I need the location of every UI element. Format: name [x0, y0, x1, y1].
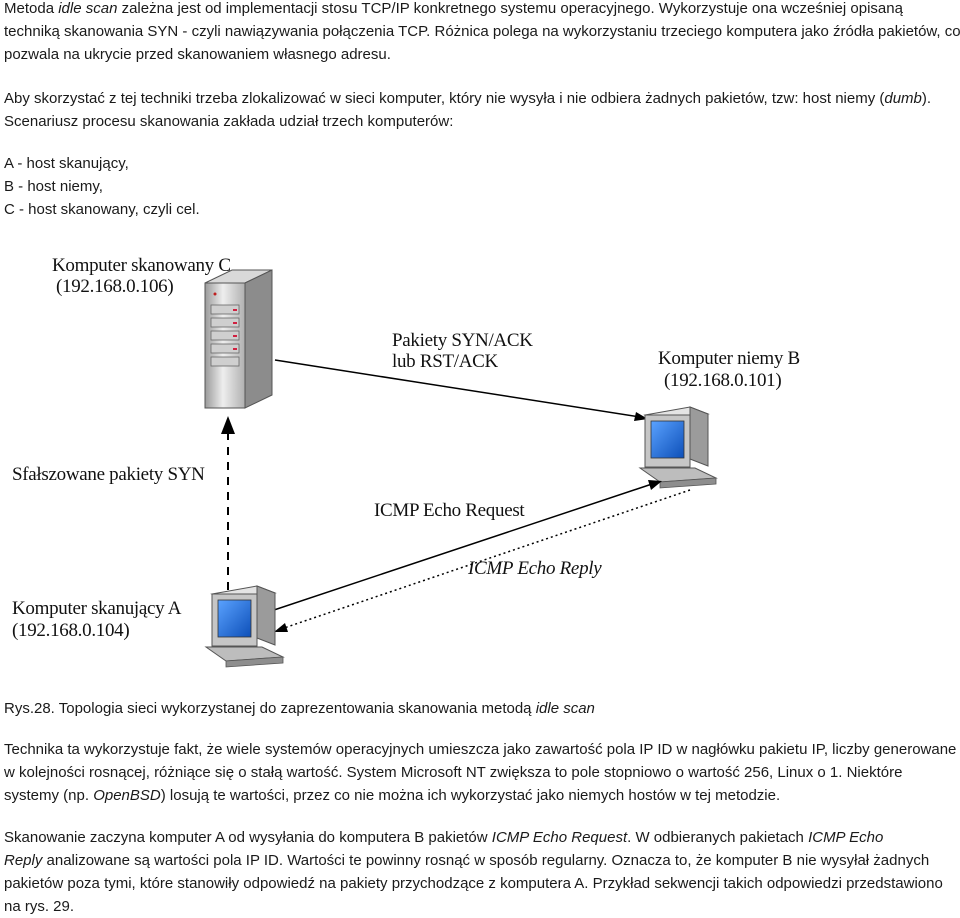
server-tower-icon	[204, 269, 273, 409]
host-list-item: A - host skanujący,	[4, 155, 129, 172]
icmp-reply-label: ICMP Echo Reply	[467, 558, 602, 579]
text-line: Aby skorzystać z tej techniki trzeba zlo…	[4, 90, 932, 107]
icmp-request-arrow	[261, 480, 662, 615]
figure-caption: Rys.28. Topologia sieci wykorzystanej do…	[4, 697, 958, 720]
host-list-item: C - host skanowany, czyli cel.	[4, 201, 200, 218]
host-b-name: Komputer niemy B	[658, 348, 800, 369]
spoofed-syn-arrow	[221, 416, 235, 590]
scan-start-paragraph: Skanowanie zaczyna komputer A od wysyłan…	[4, 826, 958, 918]
desktop-computer-icon	[204, 585, 285, 668]
text-line: Metoda idle scan zależna jest od impleme…	[4, 0, 903, 17]
text-line: Rys.28. Topologia sieci wykorzystanej do…	[4, 700, 595, 717]
text-line: pozwala na ukrycie przed skanowaniem wła…	[4, 46, 391, 63]
intro-paragraph: Metoda idle scan zależna jest od impleme…	[4, 0, 960, 66]
text-line: techniką skanowania SYN - czyli nawiązyw…	[4, 23, 960, 40]
syn-ack-label: Pakiety SYN/ACK	[392, 330, 533, 351]
text-line: w kolejności rosnącej, różniące się o st…	[4, 764, 903, 781]
host-a-name: Komputer skanujący A	[12, 598, 182, 619]
spoofed-syn-label: Sfałszowane pakiety SYN	[12, 464, 205, 485]
text-line: pakietów poza tymi, które stanowiły odpo…	[4, 875, 943, 892]
technique-paragraph: Aby skorzystać z tej techniki trzeba zlo…	[4, 87, 958, 133]
text-line: Reply analizowane są wartości pola IP ID…	[4, 852, 930, 869]
text-line: na rys. 29.	[4, 898, 75, 915]
host-list: A - host skanujący, B - host niemy, C - …	[4, 152, 958, 221]
text-line: systemy (np. OpenBSD) losują te wartości…	[4, 787, 781, 804]
host-list-item: B - host niemy,	[4, 178, 103, 195]
icmp-reply-arrow	[274, 489, 691, 632]
network-topology-diagram: Komputer skanowany C (192.168.0.106) Pak…	[12, 255, 800, 668]
text-line: Skanowanie zaczyna komputer A od wysyłan…	[4, 829, 884, 846]
host-c-ip: (192.168.0.106)	[56, 276, 173, 297]
host-a-ip: (192.168.0.104)	[12, 620, 129, 641]
host-c-name: Komputer skanowany C	[52, 255, 231, 276]
desktop-computer-icon	[638, 406, 718, 489]
host-b-ip: (192.168.0.101)	[664, 370, 781, 391]
text-line: Scenariusz procesu skanowania zakłada ud…	[4, 113, 454, 130]
icmp-request-label: ICMP Echo Request	[374, 500, 525, 521]
rst-ack-label: lub RST/ACK	[392, 351, 499, 372]
text-line: Technika ta wykorzystuje fakt, że wiele …	[4, 741, 957, 758]
ip-id-paragraph: Technika ta wykorzystuje fakt, że wiele …	[4, 738, 958, 807]
